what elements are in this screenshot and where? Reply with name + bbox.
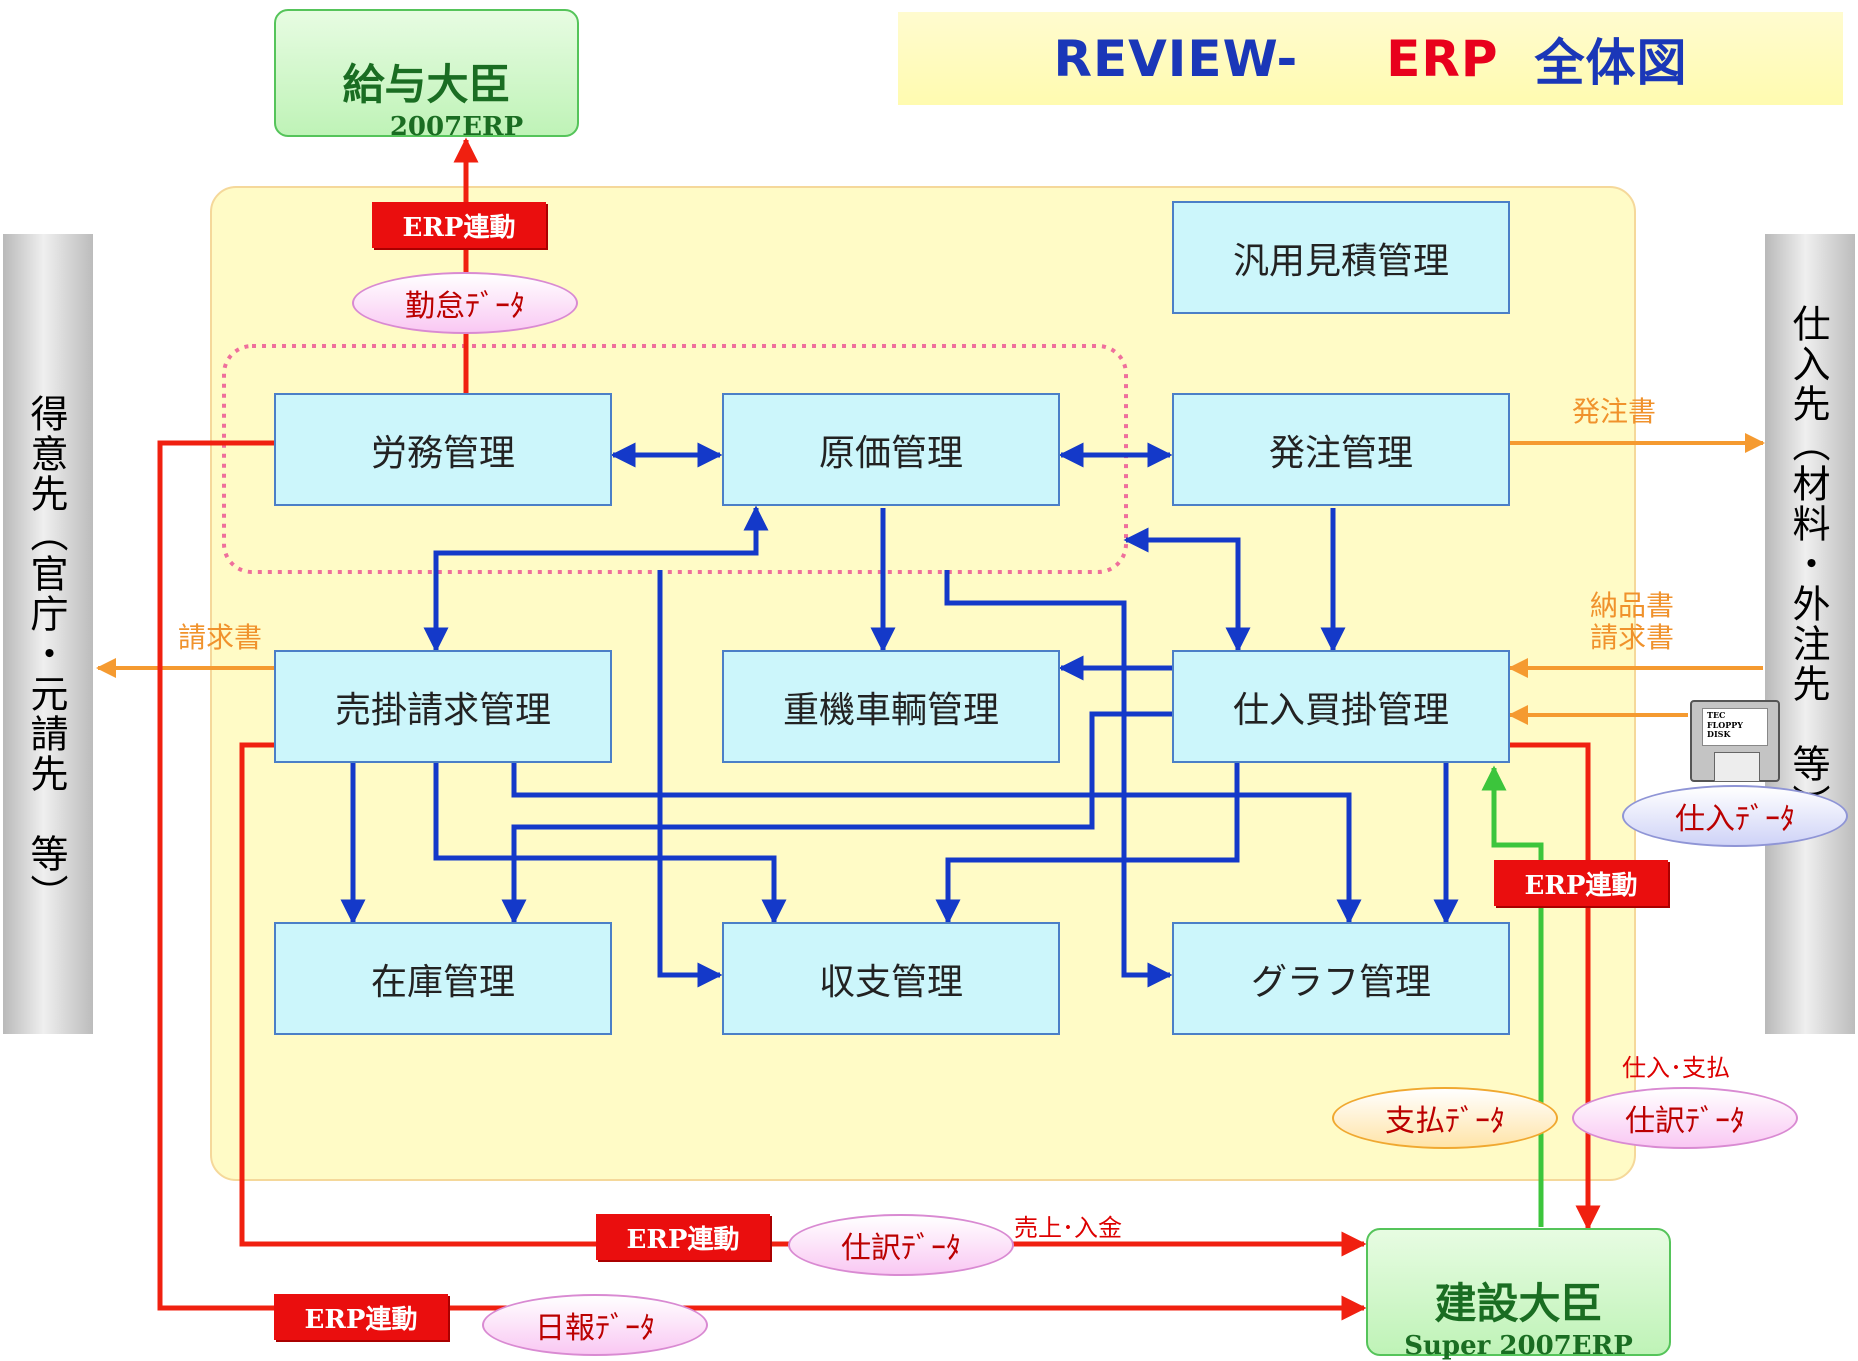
kensetsu-version: Super 2007ERP: [1404, 1331, 1633, 1361]
label-nohinsho: 納品書: [1590, 589, 1675, 622]
supplier-label: 仕入先（材料・外注先 等）: [1786, 304, 1830, 824]
module-romu[interactable]: 労務管理: [274, 393, 612, 506]
oval-shiharai-data: 支払ﾃﾞｰﾀ: [1332, 1087, 1558, 1149]
kensetsu-name: 建設大臣: [1434, 1279, 1603, 1328]
group-outline: [222, 344, 1128, 574]
module-hanyo-mitsumori[interactable]: 汎用見積管理: [1172, 201, 1510, 314]
arrow-group-shiire: [1123, 527, 1251, 653]
floppy-label: TEC FLOPPY DISK: [1702, 708, 1768, 746]
erp-badge-nippo: ERP連動: [274, 1294, 448, 1340]
arrow-shiire-zaiko: [501, 711, 1172, 925]
erp-badge-kyuyo: ERP連動: [372, 202, 546, 248]
kensetsu-daijin-box[interactable]: 建設大臣 Super 2007ERP: [1366, 1228, 1671, 1361]
title-part-erp: ERP: [1386, 29, 1499, 88]
arrow-urikake-graph: [511, 763, 1362, 925]
module-genka[interactable]: 原価管理: [722, 393, 1060, 506]
oval-shiire-data: 仕入ﾃﾞｰﾀ: [1622, 785, 1848, 847]
oval-kintai-data: 勤怠ﾃﾞｰﾀ: [352, 272, 578, 334]
module-graph[interactable]: グラフ管理: [1172, 922, 1510, 1035]
floppy-shutter: [1714, 752, 1760, 782]
arrow-kensetsu-shiire: [1481, 765, 1544, 1227]
label-seikyusho-left: 請求書: [178, 621, 263, 654]
kyuyo-name: 給与大臣: [342, 60, 511, 109]
floppy-label-text: FLOPPY DISK: [1707, 719, 1744, 740]
arrow-group-shushi: [657, 570, 723, 988]
floppy-disk-icon: TEC FLOPPY DISK: [1690, 700, 1780, 782]
oval-shiwake-data-bottom: 仕訳ﾃﾞｰﾀ: [788, 1214, 1014, 1276]
label-uriage-nyukin: 売上･入金: [1014, 1214, 1122, 1242]
module-zaiko[interactable]: 在庫管理: [274, 922, 612, 1035]
arrow-genka-graph: [944, 570, 1173, 988]
oval-shiwake-data-right: 仕訳ﾃﾞｰﾀ: [1572, 1087, 1798, 1149]
label-seikyusho-right: 請求書: [1590, 621, 1675, 654]
kyuyo-version: 2007ERP: [389, 112, 524, 142]
module-urikake-seikyu[interactable]: 売掛請求管理: [274, 650, 612, 763]
erp-badge-shiire: ERP連動: [1494, 860, 1668, 906]
title-banner: REVIEW- ERP 全体図: [898, 12, 1843, 105]
module-juki-sharyo[interactable]: 重機車輌管理: [722, 650, 1060, 763]
module-shiire-kaikake[interactable]: 仕入買掛管理: [1172, 650, 1510, 763]
arrow-shiire-kensetsu: [1508, 742, 1601, 1231]
arrow-urikake-shushi: [433, 763, 787, 925]
customer-sidebar: 得意先（官庁・元請先 等）: [3, 234, 93, 1034]
floppy-label-brand: TEC: [1707, 710, 1726, 720]
erp-badge-urikake: ERP連動: [596, 1214, 770, 1260]
arrow-romu-kensetsu: [157, 440, 1367, 1321]
module-hatchu[interactable]: 発注管理: [1172, 393, 1510, 506]
supplier-sidebar: 仕入先（材料・外注先 等）: [1765, 234, 1855, 1034]
arrow-shiire-shushi: [935, 763, 1240, 925]
module-shushi[interactable]: 収支管理: [722, 922, 1060, 1035]
title-part-review: REVIEW-: [1053, 29, 1299, 88]
title-part-overview: 全体図: [1534, 33, 1688, 92]
label-hatchusho: 発注書: [1572, 395, 1657, 428]
arrow-genka-urikake: [423, 505, 769, 653]
label-shiire-shiharai: 仕入･支払: [1622, 1054, 1730, 1082]
kyuyo-daijin-box[interactable]: 給与大臣 2007ERP: [274, 9, 579, 142]
customer-label: 得意先（官庁・元請先 等）: [24, 394, 68, 914]
oval-nippo-data: 日報ﾃﾞｰﾀ: [482, 1294, 708, 1356]
